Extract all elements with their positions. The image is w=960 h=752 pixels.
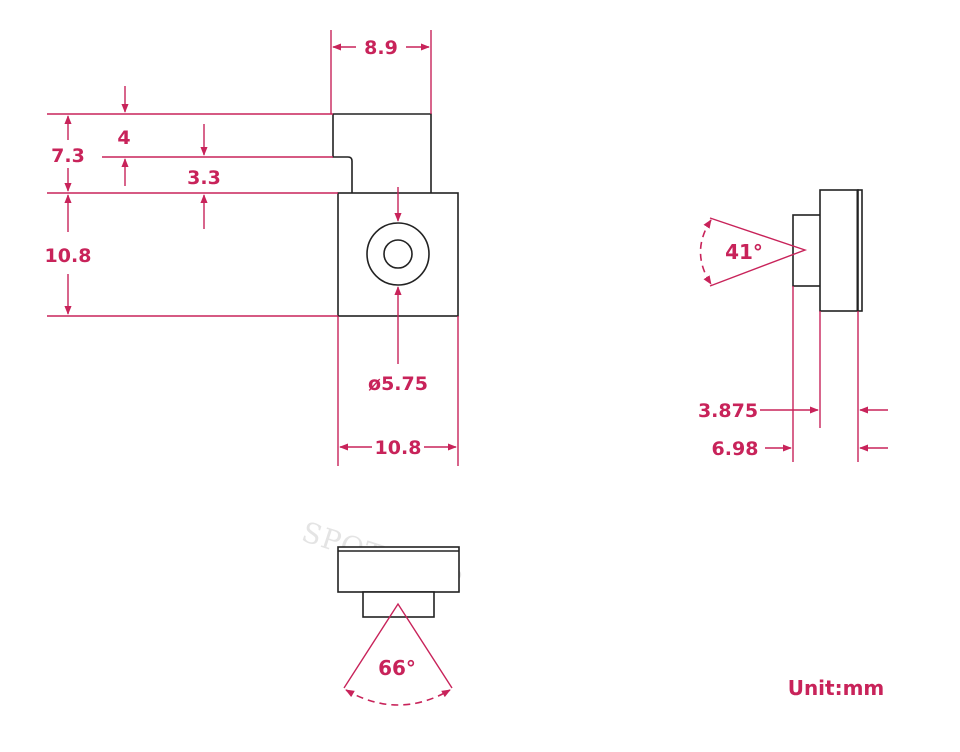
dim-lens-depth: 3.875 xyxy=(698,400,758,422)
unit-label: Unit:mm xyxy=(788,676,885,700)
lens-outer-ring xyxy=(366,222,430,286)
side-lens-barrel xyxy=(792,214,822,287)
dim-body-width: 10.8 xyxy=(375,437,422,459)
bottom-lens-barrel xyxy=(362,591,435,618)
dim-fov-horizontal: 66° xyxy=(378,656,416,680)
side-body xyxy=(819,189,859,312)
side-view: 41° 3.875 6.98 xyxy=(698,189,888,462)
dim-lens-diameter: ø5.75 xyxy=(368,373,428,395)
bottom-view: 66° xyxy=(337,546,460,706)
dim-total-depth: 6.98 xyxy=(712,438,759,460)
dim-neck-height: 3.3 xyxy=(187,167,221,189)
dim-tab-height: 4 xyxy=(117,127,130,149)
dim-top-width: 8.9 xyxy=(364,37,398,59)
dim-body-height: 10.8 xyxy=(45,245,92,267)
bottom-body xyxy=(337,546,460,593)
front-upper-tab-outline xyxy=(332,113,432,193)
bottom-fov-arc xyxy=(345,689,451,706)
lens-inner-ring xyxy=(383,239,413,269)
dim-fov-vertical: 41° xyxy=(725,240,763,264)
dim-upper-height: 7.3 xyxy=(51,145,85,167)
side-fov-arc xyxy=(699,219,712,285)
front-view: 8.9 4 7.3 3.3 10.8 ø5.75 10.8 xyxy=(45,30,459,466)
